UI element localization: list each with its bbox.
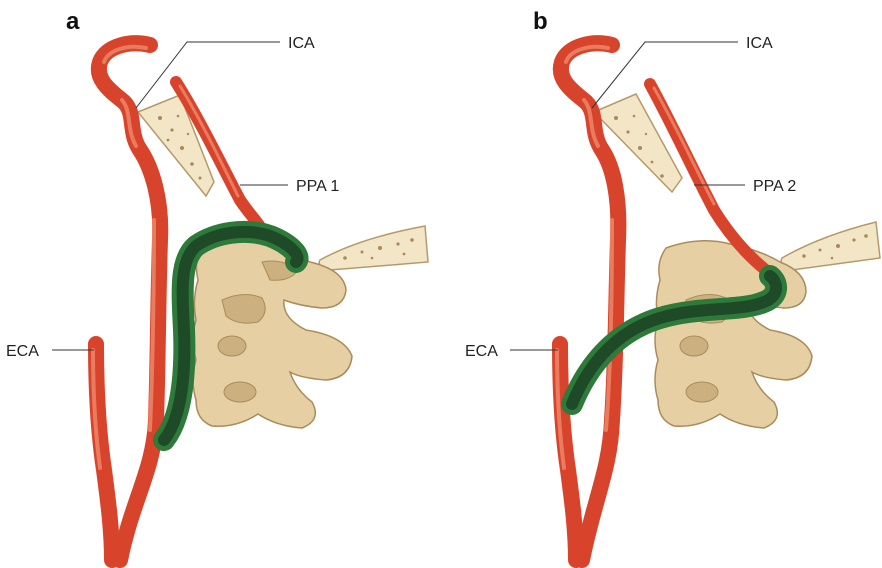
cervical-vertebrae-a: [193, 241, 352, 428]
occipital-bone-b: [781, 222, 880, 270]
eca-vessel-a: [93, 344, 112, 560]
occipital-bone-a: [319, 226, 428, 270]
panel-letter-a: a: [66, 8, 80, 35]
label-ica-a: ICA: [288, 35, 315, 52]
label-ica-b: ICA: [746, 35, 773, 52]
cervical-vertebrae-b: [655, 241, 812, 428]
label-ppa-b: PPA 2: [753, 178, 796, 195]
panel-b: b: [465, 8, 880, 560]
eca-vessel-b: [557, 344, 576, 560]
panel-letter-b: b: [533, 8, 548, 35]
label-ppa-a: PPA 1: [296, 178, 339, 195]
panel-a: a: [6, 8, 428, 560]
label-eca-b: ECA: [465, 343, 498, 360]
label-eca-a: ECA: [6, 343, 39, 360]
